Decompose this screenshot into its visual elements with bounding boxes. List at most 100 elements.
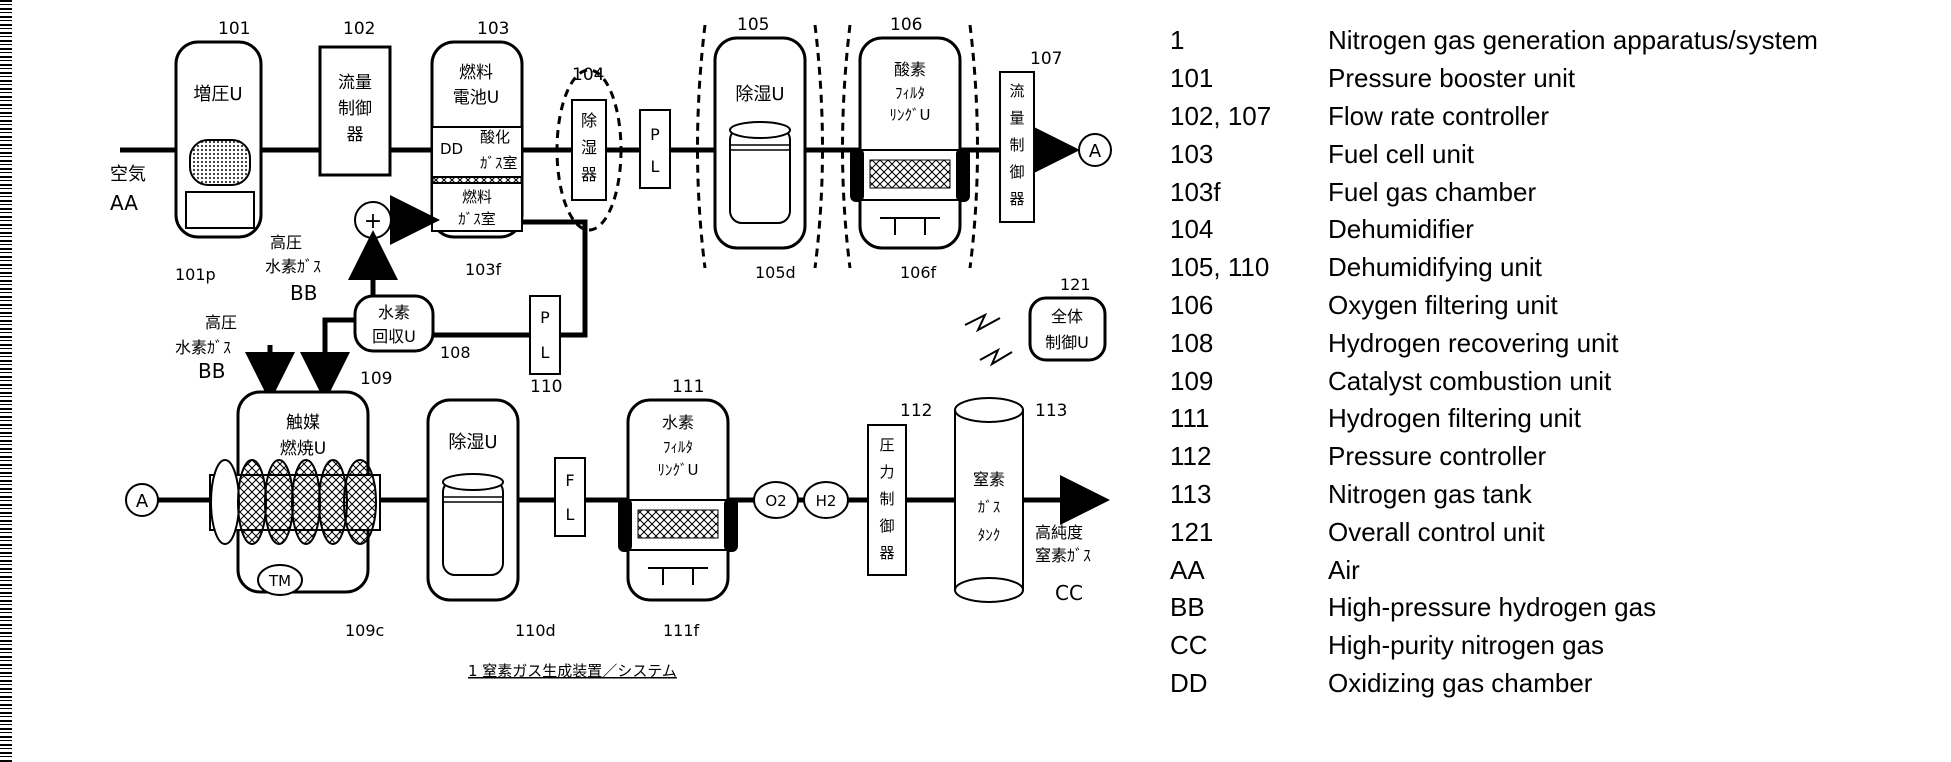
legend-row: 105, 110Dehumidifying unit [1170,249,1930,287]
legend-code: 103 [1170,139,1328,170]
unit-106-ref: 106 [890,15,922,35]
connector-a-bottom: A [126,484,158,516]
h2-top-line2: 水素ｶﾞｽ [265,257,321,276]
unit-106f-ref: 106f [900,263,937,282]
unit-109c-ref: 109c [345,621,384,640]
legend-row: 1Nitrogen gas generation apparatus/syste… [1170,22,1930,60]
unit-101-pressure-booster: 増圧U 101 101p [120,19,261,284]
svg-text:ｶﾞｽ室: ｶﾞｽ室 [458,210,496,228]
svg-text:水素: 水素 [378,303,410,322]
svg-text:ﾘﾝｸﾞU: ﾘﾝｸﾞU [658,461,699,479]
legend-description: Hydrogen recovering unit [1328,328,1930,359]
svg-text:F: F [565,471,574,490]
legend-row: 108Hydrogen recovering unit [1170,324,1930,362]
h2-left-line2: 水素ｶﾞｽ [175,338,231,357]
unit-110-dehumidifying: 除湿U 110 110d [428,377,562,640]
out-line1: 高純度 [1035,523,1083,542]
legend-code: AA [1170,555,1328,586]
legend-code: 121 [1170,517,1328,548]
svg-text:P: P [540,308,550,327]
legend-row: 101Pressure booster unit [1170,60,1930,98]
legend-code: 111 [1170,403,1328,434]
legend-row: 111Hydrogen filtering unit [1170,400,1930,438]
legend: 1Nitrogen gas generation apparatus/syste… [1170,22,1930,702]
svg-text:力: 力 [879,463,894,481]
unit-109-ref: 109 [360,369,392,389]
h2-sensor: H2 [804,482,848,518]
wireless-icon [965,315,1000,330]
legend-description: Oxidizing gas chamber [1328,668,1930,699]
legend-code: DD [1170,668,1328,699]
svg-text:御: 御 [879,517,894,535]
legend-description: Nitrogen gas tank [1328,479,1930,510]
unit-111f-ref: 111f [663,621,700,640]
legend-code: 109 [1170,366,1328,397]
svg-text:水素: 水素 [662,413,694,432]
svg-text:酸素: 酸素 [894,60,926,79]
legend-row: 103Fuel cell unit [1170,135,1930,173]
legend-description: Fuel cell unit [1328,139,1930,170]
unit-107-flow-controller: 流 量 制 御 器 107 [1000,49,1062,222]
svg-text:器: 器 [347,125,364,145]
svg-text:御: 御 [1009,163,1024,181]
svg-text:H2: H2 [816,492,837,510]
svg-text:酸化: 酸化 [480,128,510,146]
legend-code: 112 [1170,441,1328,472]
diagram-caption: 1 窒素ガス生成装置／システム [468,662,677,680]
legend-row: 103fFuel gas chamber [1170,173,1930,211]
h2-left-line1: 高圧 [205,313,237,332]
svg-text:制御U: 制御U [1045,333,1089,352]
legend-code: 103f [1170,177,1328,208]
svg-text:流量: 流量 [338,73,372,93]
legend-row: 104Dehumidifier [1170,211,1930,249]
svg-text:A: A [136,491,149,512]
legend-description: High-pressure hydrogen gas [1328,592,1930,623]
unit-101-label: 増圧U [193,84,242,105]
unit-109-catalyst-combustion: 触媒 燃焼U TM 109 109c [210,369,392,640]
legend-description: High-purity nitrogen gas [1328,630,1930,661]
legend-row: AAAir [1170,551,1930,589]
legend-description: Nitrogen gas generation apparatus/system [1328,25,1930,56]
legend-description: Hydrogen filtering unit [1328,403,1930,434]
h2-top-line1: 高圧 [270,233,302,252]
legend-row: 106Oxygen filtering unit [1170,287,1930,325]
air-code: AA [110,191,138,215]
legend-description: Dehumidifying unit [1328,252,1930,283]
svg-text:L: L [651,157,660,176]
svg-text:O2: O2 [765,492,786,510]
unit-105d-ref: 105d [755,263,796,282]
svg-text:湿: 湿 [581,138,597,157]
unit-111-ref: 111 [672,377,704,397]
legend-row: BBHigh-pressure hydrogen gas [1170,589,1930,627]
unit-112-ref: 112 [900,401,932,421]
legend-description: Pressure booster unit [1328,63,1930,94]
o2-sensor: O2 [754,482,798,518]
legend-row: 113Nitrogen gas tank [1170,476,1930,514]
svg-text:ﾌｨﾙﾀ: ﾌｨﾙﾀ [895,84,925,102]
tm-label: TM [268,572,291,590]
legend-code: 102, 107 [1170,101,1328,132]
unit-101p-ref: 101p [175,265,216,284]
pl-2: P L [530,296,560,374]
svg-text:P: P [650,125,660,144]
svg-text:全体: 全体 [1051,307,1083,326]
unit-107-ref: 107 [1030,49,1062,69]
svg-text:電池U: 電池U [453,88,499,108]
legend-code: 106 [1170,290,1328,321]
unit-103f-ref: 103f [465,260,502,279]
pl-1: P L [640,110,670,188]
air-label: 空気 [110,164,146,185]
svg-text:制: 制 [1009,136,1024,154]
svg-text:L: L [566,505,575,524]
svg-text:燃料: 燃料 [462,188,492,206]
legend-row: 109Catalyst combustion unit [1170,362,1930,400]
svg-text:ｶﾞｽ室: ｶﾞｽ室 [480,154,518,172]
legend-code: 105, 110 [1170,252,1328,283]
legend-description: Flow rate controller [1328,101,1930,132]
out-line2: 窒素ｶﾞｽ [1035,546,1091,565]
unit-102-flow-controller: 流量 制御 器 102 [320,19,390,175]
svg-text:L: L [541,343,550,362]
unit-101-ref: 101 [218,19,250,39]
svg-text:+: + [364,209,382,234]
unit-121-overall-control: 全体 制御U 121 [965,275,1105,364]
